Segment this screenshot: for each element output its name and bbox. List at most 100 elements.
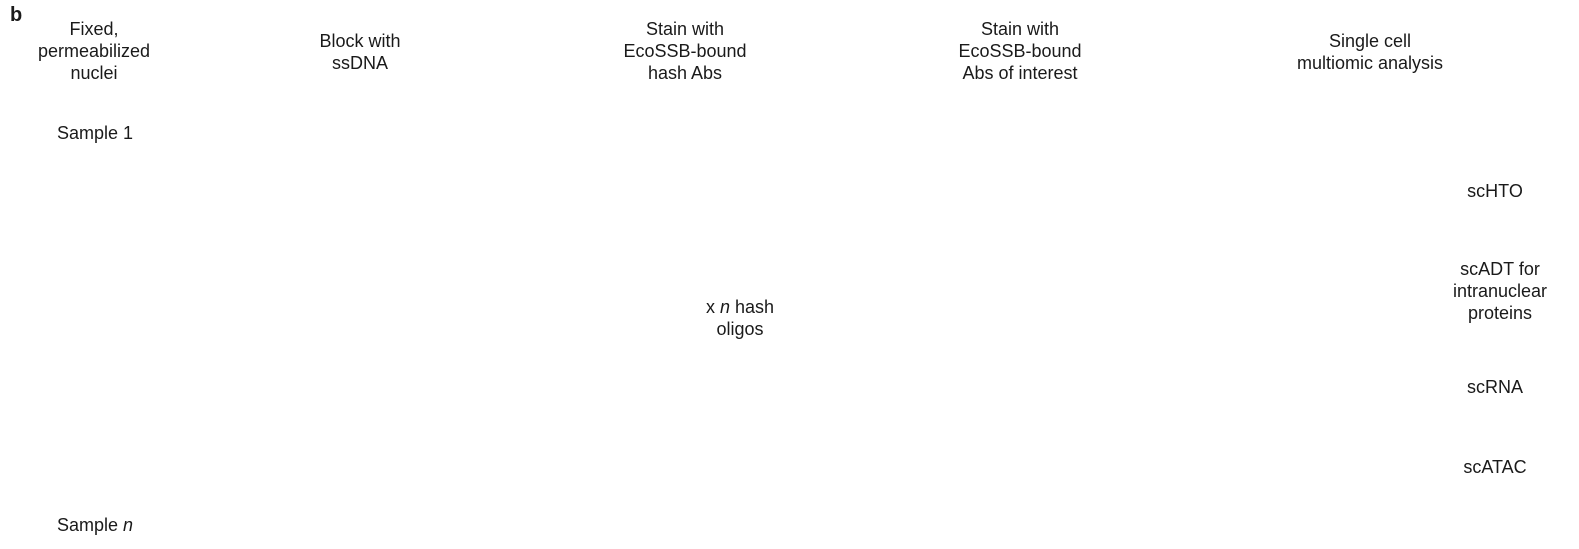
ssdna-base [358, 434, 362, 442]
ssdna-base [323, 373, 327, 382]
ssdna-base [365, 206, 369, 214]
nucleosome-body [1381, 453, 1411, 483]
antibody-light-chain [1069, 259, 1101, 271]
ssdna-base [434, 390, 441, 396]
antibody [877, 308, 952, 338]
ssdna-base [308, 235, 313, 243]
antibody-heavy-chain [1007, 163, 1030, 188]
chromatin-texture [125, 220, 157, 252]
nucleolus [369, 158, 386, 175]
ssdna-base [375, 267, 383, 272]
ssdna-base [446, 197, 450, 205]
ssdna-base [423, 147, 431, 152]
ssdna-base [421, 143, 429, 149]
antibody-heavy-chain [1344, 186, 1368, 210]
ellipsis-dot [657, 301, 663, 307]
ssdna-backbone [367, 502, 403, 512]
chromatin-texture [368, 155, 400, 187]
nucleus-envelope [306, 462, 362, 518]
chromatin-texture [121, 444, 151, 475]
nucleus-envelope [315, 241, 373, 299]
nucleolus [126, 223, 143, 240]
nucleolus [892, 320, 916, 344]
ssdna-base [423, 190, 427, 199]
chromatin-texture [621, 397, 651, 428]
antibody-heavy-chain [710, 218, 734, 242]
panel-label: b [10, 4, 23, 26]
antibody-light-chain [672, 209, 704, 221]
ssdna-backbone [414, 194, 450, 206]
nucleus [1047, 285, 1133, 371]
ssdna-base [327, 374, 331, 383]
ellipsis-dot [657, 321, 663, 327]
ssdna-base [286, 461, 293, 468]
ssdna-base [384, 500, 388, 508]
ssdna-base [419, 189, 423, 198]
ecossb-protein [895, 252, 914, 267]
ecossb-protein [1039, 493, 1053, 512]
nucleus [967, 377, 1053, 463]
antibody-light-chain [901, 183, 923, 210]
ssdna-base [346, 380, 351, 388]
ssdna-base [420, 433, 424, 441]
antibody-heavy-chain [901, 185, 928, 209]
chromatin-texture [46, 396, 76, 427]
chromatin-texture [378, 381, 408, 412]
ellipsis-dot [91, 315, 97, 321]
ecossb-protein [700, 432, 720, 444]
nucleolus [621, 401, 637, 417]
ssdna-blocker [414, 188, 450, 206]
barcode-oligo [1385, 172, 1413, 183]
ssdna-base [302, 448, 308, 455]
nucleus-envelope [49, 229, 107, 287]
ssdna-base [431, 193, 435, 201]
ecossb-protein [734, 441, 754, 453]
ssdna-base [429, 157, 437, 163]
nucleolus [621, 167, 637, 183]
chromatin-texture [38, 190, 70, 222]
adapter-blue [1339, 465, 1349, 481]
output-label-scrna: scRNA [1466, 377, 1523, 397]
antibody-heavy-chain [676, 206, 700, 230]
ssdna-base [427, 380, 435, 386]
antibody-heavy-chain [1048, 465, 1072, 492]
antibody-heavy-chain [1014, 405, 1037, 430]
antibody-light-chain [1270, 291, 1302, 303]
nucleus [604, 148, 660, 204]
chromatin-texture [412, 224, 444, 256]
nucleus-envelope [83, 147, 141, 205]
barcode-oligo [1114, 242, 1142, 253]
ssdna-blocker [289, 231, 326, 252]
nucleus [361, 366, 417, 422]
ssdna-base [428, 434, 432, 442]
chromatin-texture [397, 456, 427, 487]
ssdna-base [408, 430, 412, 438]
nucleosome [1285, 453, 1315, 483]
ssdna-base [433, 164, 441, 169]
ssdna-base [350, 381, 354, 389]
ssdna-base [343, 379, 347, 387]
antibody-light-chain [877, 315, 909, 330]
ssdna-base [400, 503, 403, 511]
ecossb-protein [1346, 273, 1366, 285]
nucleus [29, 381, 85, 437]
nucleus-envelope [361, 366, 417, 422]
nucleus [566, 436, 622, 492]
ecossb-protein [908, 161, 918, 184]
barcode-oligo [751, 438, 779, 449]
antibody [1069, 242, 1142, 280]
ssdna-base [325, 148, 331, 155]
ssdna-base [347, 437, 350, 445]
nucleolus [101, 166, 118, 183]
antibody-heavy-chain [676, 443, 700, 467]
ssdna-base [361, 204, 365, 213]
ssdna-blocker [418, 140, 443, 175]
ssdna-backbone [352, 208, 388, 220]
nucleus [315, 241, 373, 299]
chromatin-texture [55, 457, 85, 488]
antibody-light-chain [979, 231, 1011, 243]
ssdna-base [296, 453, 302, 460]
ssdna-base [315, 155, 321, 162]
ssdna-blocker [347, 430, 383, 446]
